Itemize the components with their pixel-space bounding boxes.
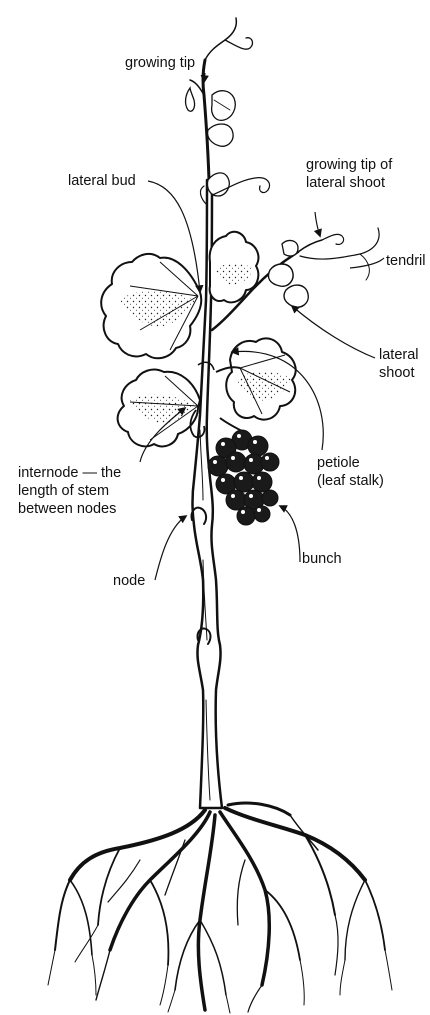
upper-shoot — [186, 18, 270, 205]
label-lateral-bud: lateral bud — [68, 172, 136, 190]
label-petiole: petiole (leaf stalk) — [317, 454, 384, 490]
label-node: node — [113, 572, 145, 590]
arrow-growing-tip-lateral — [315, 212, 320, 236]
leaf-left-lower — [118, 370, 200, 447]
leaf-right-middle — [216, 338, 296, 419]
label-growing-tip-of-lateral-shoot: growing tip of lateral shoot — [306, 156, 392, 192]
arrow-node — [155, 516, 186, 580]
label-bunch: bunch — [302, 550, 342, 568]
grape-bunch — [208, 418, 279, 525]
leaf-left-upper — [101, 254, 201, 358]
label-internode: internode — the length of stem between n… — [18, 464, 121, 518]
label-growing-tip: growing tip — [125, 54, 195, 72]
label-tendril: tendril — [386, 252, 426, 270]
arrow-lateral-shoot — [292, 306, 375, 358]
root-system — [48, 803, 392, 1013]
arrow-tendril — [350, 258, 384, 268]
arrow-bunch — [280, 506, 300, 562]
label-lateral-shoot: lateral shoot — [379, 346, 419, 382]
